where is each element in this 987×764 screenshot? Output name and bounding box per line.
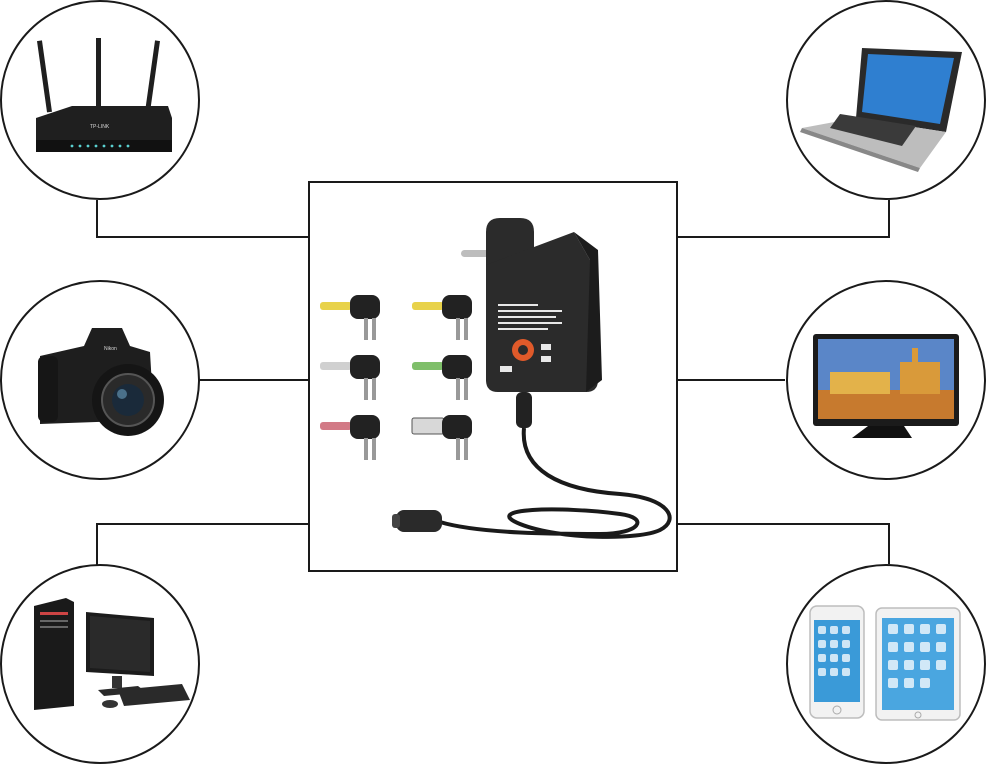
camera-brand-label: Nikon bbox=[104, 346, 117, 352]
phone-icon bbox=[809, 605, 865, 719]
line-router bbox=[96, 200, 309, 238]
router-icon: TP-LINK bbox=[36, 38, 172, 152]
voltage-dial-center bbox=[518, 345, 528, 355]
tablet-icon bbox=[875, 607, 961, 721]
device-laptop bbox=[786, 0, 986, 200]
power-adapter bbox=[392, 218, 672, 539]
camera-icon: Nikon bbox=[38, 328, 164, 436]
output-plug bbox=[396, 510, 442, 532]
adapter-tip bbox=[412, 355, 472, 400]
adapter-side bbox=[574, 232, 602, 392]
device-camera: Nikon bbox=[0, 280, 200, 480]
device-monitor bbox=[786, 280, 986, 480]
adapter-tips bbox=[320, 295, 472, 460]
lcd-monitor-icon bbox=[813, 334, 959, 438]
adapter-label bbox=[498, 304, 562, 330]
laptop-icon bbox=[800, 48, 962, 172]
power-cable bbox=[439, 427, 672, 539]
device-phone-tablet bbox=[786, 564, 986, 764]
plug-prong bbox=[461, 250, 491, 257]
line-laptop bbox=[677, 200, 890, 238]
device-router: TP-LINK bbox=[0, 0, 200, 200]
adapter-tip bbox=[320, 415, 380, 460]
line-desktop bbox=[96, 523, 309, 566]
router-brand-label: TP-LINK bbox=[90, 124, 110, 130]
line-phone-tablet bbox=[677, 523, 890, 564]
cert-marks bbox=[500, 344, 551, 372]
adapter-tip bbox=[320, 355, 380, 400]
strain-relief bbox=[516, 392, 532, 428]
adapter-tip bbox=[320, 295, 380, 340]
adapter-tip bbox=[412, 295, 472, 340]
device-desktop bbox=[0, 564, 200, 764]
desktop-computer-icon bbox=[34, 598, 190, 710]
output-plug-tip bbox=[392, 514, 400, 528]
connector-lines bbox=[96, 200, 890, 566]
adapter-tip bbox=[411, 415, 472, 460]
